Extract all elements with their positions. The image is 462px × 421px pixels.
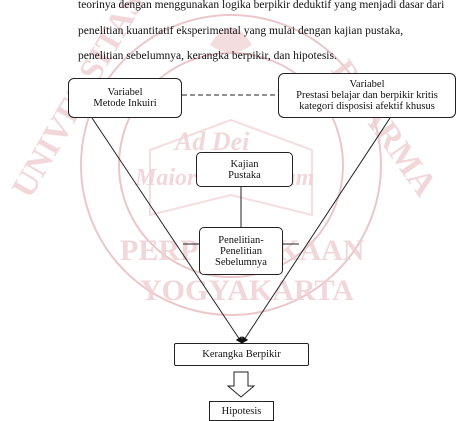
hipotesis-label: Hipotesis [221, 405, 262, 417]
down-arrow-icon [226, 371, 256, 398]
paragraph-line-1: teorinya dengan menggunakan logika berpi… [78, 0, 445, 11]
svg-text:YOGYAKARTA: YOGYAKARTA [140, 274, 354, 307]
right-diagonal [241, 117, 391, 344]
variable-right-line1: Prestasi belajar dan berpikir kritis [296, 90, 438, 101]
kerangka-label: Kerangka Berpikir [202, 349, 281, 360]
kajian-line1: Kajian [230, 158, 259, 170]
variable-right-title: Variabel [349, 79, 385, 90]
variable-left-title: Variabel [107, 87, 143, 98]
variable-left-box: Variabel Metode Inkuiri [68, 78, 182, 118]
kerangka-berpikir-box: Kerangka Berpikir [174, 343, 309, 366]
variable-left-text: Metode Inkuiri [93, 98, 157, 109]
variable-right-box: Variabel Prestasi belajar dan berpikir k… [278, 73, 456, 118]
penelitian-line2: Penelitian [220, 245, 262, 257]
kajian-pustaka-box: Kajian Pustaka [196, 152, 293, 187]
paragraph-line-2: penelitian kuantitatif eksperimental yan… [78, 25, 404, 37]
variable-right-line2: kategori disposisi afektif khusus [299, 101, 435, 112]
left-diagonal [91, 117, 243, 344]
paragraph-line-3: penelitian sebelumnya, kerangka berpikir… [78, 50, 337, 62]
hipotesis-box: Hipotesis [209, 401, 274, 421]
penelitian-line3: Sebelumnya [215, 256, 267, 268]
penelitian-line1: Penelitian- [218, 234, 264, 246]
penelitian-box: Penelitian- Penelitian Sebelumnya [199, 227, 283, 275]
kajian-line2: Pustaka [228, 169, 261, 181]
svg-text:Ad Dei: Ad Dei [173, 127, 250, 156]
